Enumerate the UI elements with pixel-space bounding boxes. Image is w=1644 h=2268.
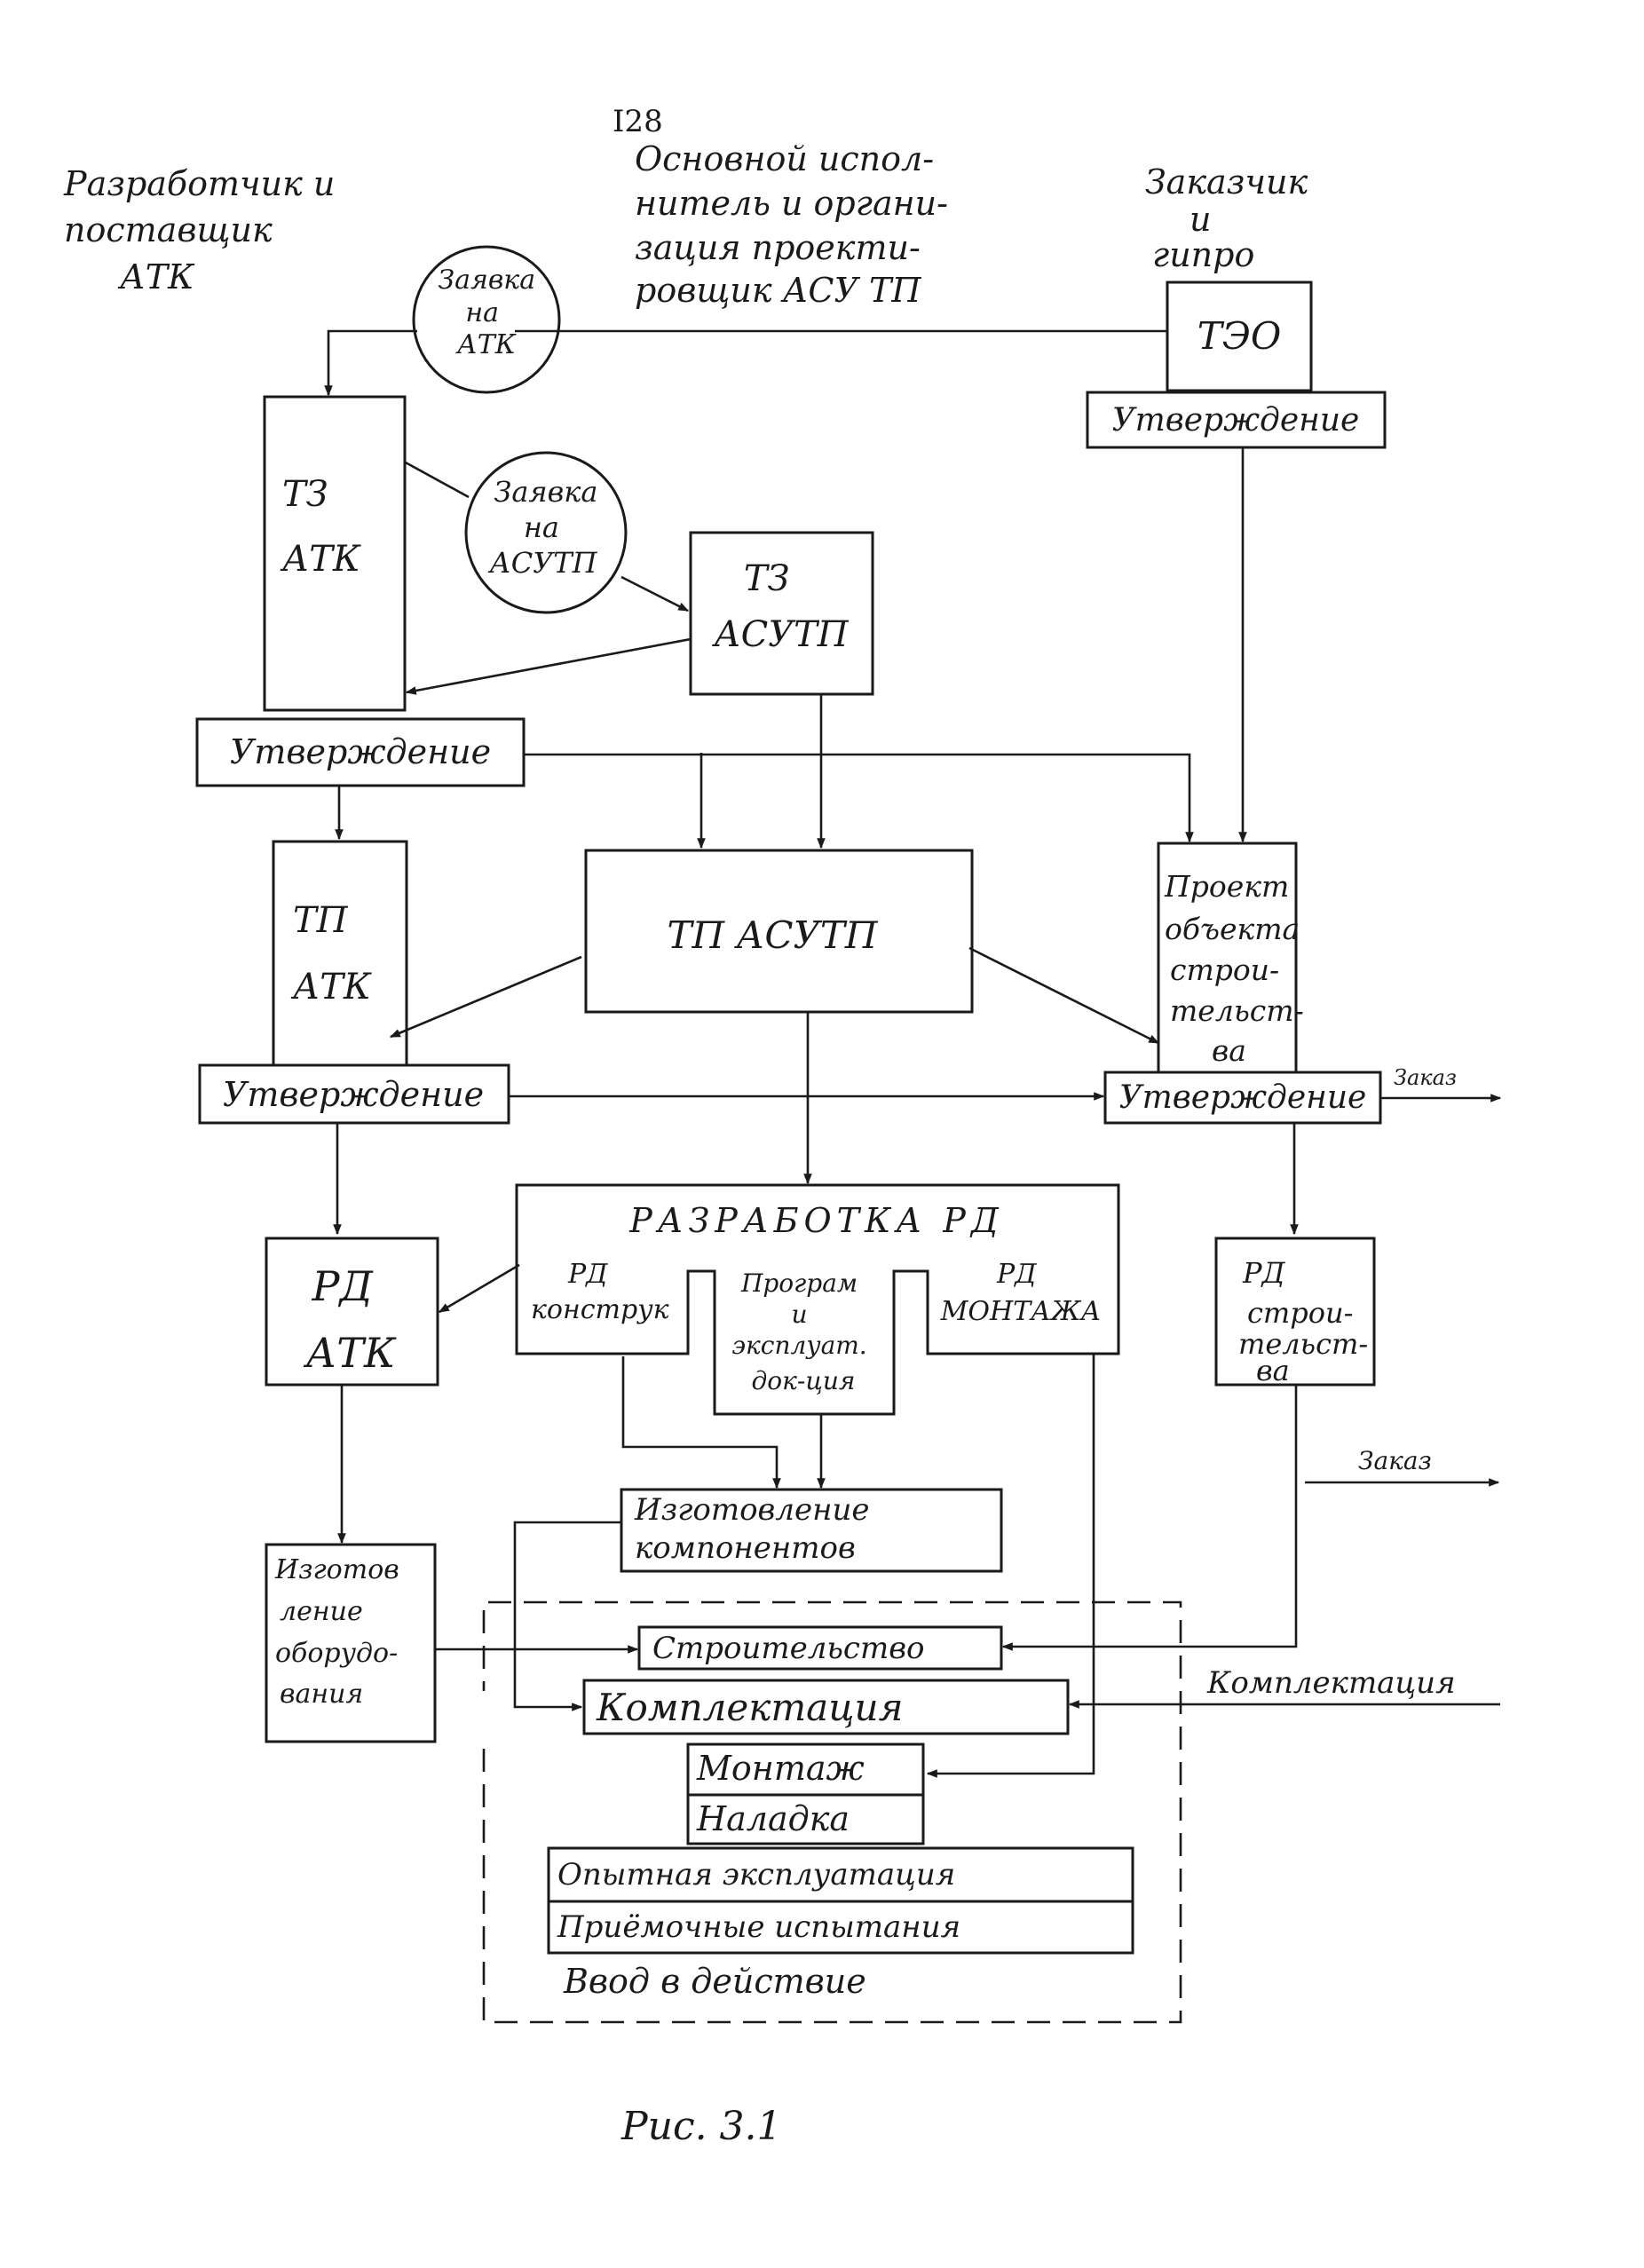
svg-text:Комплектация: Комплектация — [596, 1686, 903, 1729]
node-izgot-obor: Изготов ление оборудо- вания — [265, 1543, 437, 1743]
node-komplektaciya: Комплектация — [582, 1679, 1070, 1735]
node-zayavka-asutp: Заявка на АСУТП — [464, 451, 628, 614]
svg-text:РД АТК: РД АТК — [303, 1262, 397, 1377]
figure-caption: Рис. 3.1 — [620, 2104, 782, 2149]
node-razrabotka-rd: РАЗРАБОТКА РД РД конструк Програм и эксп… — [515, 1183, 1120, 1416]
node-tp-asutp: ТП АСУТП — [584, 849, 974, 1014]
svg-text:Заявка на АТК: Заявка на АТК — [438, 265, 543, 360]
svg-text:Утверждение: Утверждение — [1112, 402, 1360, 439]
node-naladka: Наладка — [686, 1793, 925, 1845]
svg-text:Строительство: Строительство — [652, 1631, 924, 1666]
svg-text:ТЭО: ТЭО — [1197, 314, 1282, 358]
node-opytnaya: Опытная эксплуатация — [547, 1846, 1134, 1903]
svg-text:РД строи- тельст-: РД строи- тельст- ва — [1238, 1256, 1377, 1387]
node-tz-atk: ТЗ АТК — [263, 395, 407, 712]
node-utv-tz: Утверждение — [195, 717, 526, 787]
developer-header: Разработчик и поставщик АТК — [63, 164, 346, 296]
svg-text:Заявка на АСУТП: Заявка на АСУТП — [487, 475, 606, 580]
svg-text:Изготовление компонентов: Изготовление компонентов — [634, 1492, 879, 1566]
node-utv-tp: Утверждение — [198, 1063, 510, 1125]
node-priemochnye: Приёмочные испытания — [547, 1900, 1134, 1955]
edge-label-zakaz-2: Заказ — [1358, 1446, 1432, 1475]
svg-text:Опытная эксплуатация: Опытная эксплуатация — [557, 1857, 955, 1893]
svg-text:ТП АСУТП: ТП АСУТП — [668, 913, 879, 957]
svg-text:Монтаж: Монтаж — [696, 1749, 865, 1788]
group-vvod: Ввод в действие — [482, 1600, 1182, 2024]
customer-header: Заказчик и гипро — [1145, 162, 1318, 274]
executor-header: Основной испол- нитель и органи- зация п… — [635, 139, 959, 310]
node-proekt: Проект объекта строи- тельст- ва — [1157, 842, 1313, 1074]
svg-text:Утверждение: Утверждение — [223, 1075, 484, 1114]
svg-text:Утверждение: Утверждение — [230, 732, 491, 771]
svg-text:РД МОНТАЖА: РД МОНТАЖА — [940, 1259, 1102, 1327]
node-tz-asutp: ТЗ АСУТП — [689, 531, 874, 696]
node-izgot-komp: Изготовление компонентов — [620, 1488, 1003, 1573]
page-number: I28 — [613, 104, 663, 139]
node-zayavka-atk: Заявка на АТК — [412, 245, 561, 394]
connectors — [324, 329, 1502, 1778]
svg-text:Приёмочные испытания: Приёмочные испытания — [557, 1909, 960, 1945]
node-rd-atk: РД АТК — [265, 1237, 439, 1387]
svg-text:Проект объекта стр: Проект объекта строи- тельст- ва — [1164, 869, 1313, 1068]
node-stroitelstvo: Строительство — [637, 1625, 1003, 1671]
node-montazh: Монтаж — [686, 1742, 925, 1797]
svg-text:Ввод в действие: Ввод в действие — [563, 1962, 866, 2001]
node-utv-proekt: Утверждение — [1103, 1071, 1382, 1125]
edge-label-komplektaciya: Комплектация — [1206, 1665, 1456, 1701]
svg-text:ТЗ АСУТП: ТЗ АСУТП — [711, 558, 849, 655]
svg-text:Програм и эксплуат: Програм и эксплуат. док-ция — [731, 1268, 874, 1395]
svg-text:ТП АТК: ТП АТК — [290, 900, 372, 1008]
svg-text:ТЗ АТК: ТЗ АТК — [280, 474, 361, 580]
node-teo: ТЭО — [1166, 281, 1313, 392]
svg-text:Наладка: Наладка — [696, 1799, 850, 1838]
node-rd-stroit: РД строи- тельст- ва — [1214, 1237, 1377, 1387]
svg-text:Изготов ление обор: Изготов ление оборудо- вания — [274, 1554, 407, 1710]
node-utv-teo: Утверждение — [1086, 391, 1387, 449]
svg-text:Утверждение: Утверждение — [1119, 1079, 1367, 1116]
node-tp-atk: ТП АТК — [272, 840, 408, 1067]
svg-text:РАЗРАБОТКА РД: РАЗРАБОТКА РД — [628, 1201, 1004, 1240]
edge-label-zakaz-1: Заказ — [1394, 1065, 1457, 1090]
svg-text:РД конструк: РД конструк — [531, 1259, 669, 1325]
